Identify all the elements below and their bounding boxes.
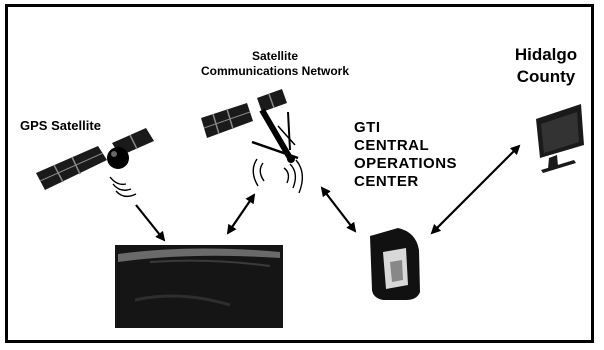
vehicle-tracking-unit-icon	[115, 245, 283, 328]
satellite-network-label: Satellite Communications Network	[175, 49, 375, 79]
gti-label-line2: CENTRAL	[354, 137, 430, 154]
gps-satellite-label: GPS Satellite	[20, 118, 101, 133]
gps-satellite-icon	[36, 128, 154, 190]
vehicle-satellite-link-arrow	[226, 193, 256, 235]
operations-county-link-arrow	[430, 144, 521, 235]
county-label-line1: Hidalgo	[514, 45, 578, 64]
gti-label-line4: CENTER	[354, 173, 419, 190]
hidalgo-county-label: Hidalgo County	[506, 44, 586, 88]
gps-signal-waves-icon	[109, 176, 137, 198]
gti-operations-center-label: GTI CENTRAL OPERATIONS CENTER	[354, 119, 457, 191]
satellite-network-label-line1: Satellite	[251, 49, 299, 63]
gps-to-vehicle-arrow	[135, 204, 166, 242]
county-label-line2: County	[516, 67, 576, 86]
gti-label-line3: OPERATIONS	[354, 155, 458, 172]
satellite-network-label-line2: Communications Network	[200, 64, 350, 78]
computer-monitor-icon	[536, 104, 584, 173]
operations-center-device-icon	[370, 228, 420, 300]
satellite-operations-link-arrow	[320, 186, 357, 233]
satellite-signal-waves-icon	[252, 158, 304, 194]
gti-label-line1: GTI	[354, 119, 381, 136]
communications-satellite-icon	[201, 89, 299, 163]
